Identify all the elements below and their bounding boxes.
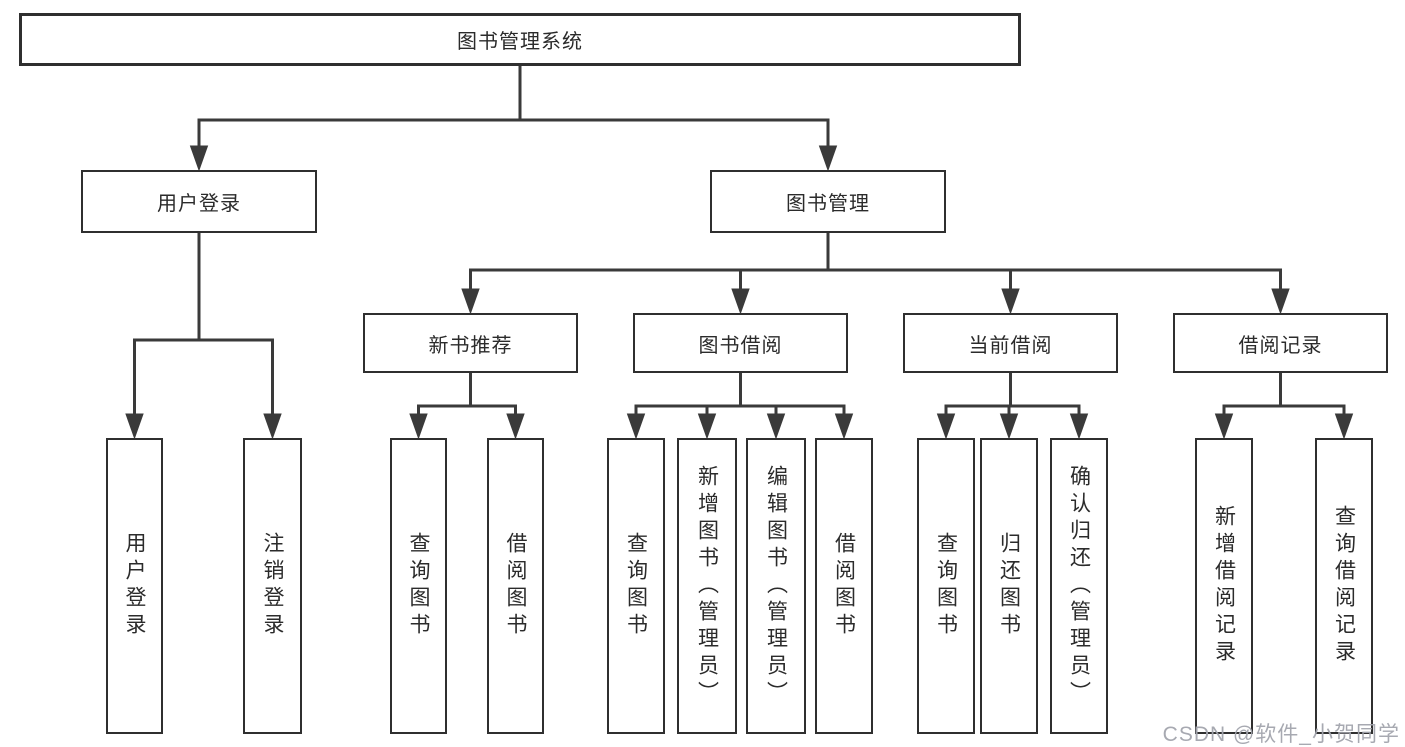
node-new-book-recommend-label: 新书推荐	[428, 334, 513, 357]
leaf-return-books: 归还图书	[980, 438, 1038, 734]
leaf-query-books-recommend-label: 查询图书	[407, 532, 430, 640]
leaf-query-books-borrow-label: 查询图书	[624, 532, 648, 640]
leaf-logout-label: 注销登录	[261, 532, 284, 640]
leaf-query-books-recommend: 查询图书	[390, 438, 447, 734]
leaf-edit-book-admin-label: 编辑图书（管理员）	[764, 464, 788, 708]
leaf-user-login-label: 用户登录	[123, 532, 146, 640]
leaf-add-book-admin-label: 新增图书（管理员）	[695, 464, 719, 708]
node-borrow-records-label: 借阅记录	[1238, 334, 1323, 357]
leaf-edit-book-admin: 编辑图书（管理员）	[746, 438, 806, 734]
leaf-confirm-return-admin-label: 确认归还（管理员）	[1067, 464, 1091, 708]
node-book-borrow-label: 图书借阅	[698, 334, 783, 357]
node-user-login-label: 用户登录	[157, 193, 241, 215]
node-user-login: 用户登录	[81, 170, 317, 233]
node-book-management-label: 图书管理	[786, 193, 870, 215]
leaf-borrow-books-recommend-label: 借阅图书	[504, 532, 527, 640]
node-root: 图书管理系统	[19, 13, 1021, 66]
node-root-label: 图书管理系统	[457, 31, 583, 53]
node-book-management: 图书管理	[710, 170, 946, 233]
leaf-borrow-books: 借阅图书	[815, 438, 873, 734]
leaf-add-borrow-record: 新增借阅记录	[1195, 438, 1253, 734]
leaf-borrow-books-recommend: 借阅图书	[487, 438, 544, 734]
node-current-borrow: 当前借阅	[903, 313, 1118, 373]
leaf-query-books-current: 查询图书	[917, 438, 975, 734]
leaf-confirm-return-admin: 确认归还（管理员）	[1050, 438, 1108, 734]
leaf-add-borrow-record-label: 新增借阅记录	[1212, 505, 1236, 667]
leaf-query-books-current-label: 查询图书	[934, 532, 958, 640]
leaf-user-login: 用户登录	[106, 438, 163, 734]
leaf-add-book-admin: 新增图书（管理员）	[677, 438, 737, 734]
leaf-borrow-books-label: 借阅图书	[832, 532, 856, 640]
node-current-borrow-label: 当前借阅	[968, 334, 1053, 357]
leaf-query-books-borrow: 查询图书	[607, 438, 665, 734]
leaf-query-borrow-record: 查询借阅记录	[1315, 438, 1373, 734]
leaf-logout: 注销登录	[243, 438, 302, 734]
node-borrow-records: 借阅记录	[1173, 313, 1388, 373]
leaf-query-borrow-record-label: 查询借阅记录	[1332, 505, 1356, 667]
node-new-book-recommend: 新书推荐	[363, 313, 578, 373]
node-book-borrow: 图书借阅	[633, 313, 848, 373]
csdn-watermark: CSDN @软件_小贺同学	[1162, 723, 1400, 746]
leaf-return-books-label: 归还图书	[997, 532, 1021, 640]
